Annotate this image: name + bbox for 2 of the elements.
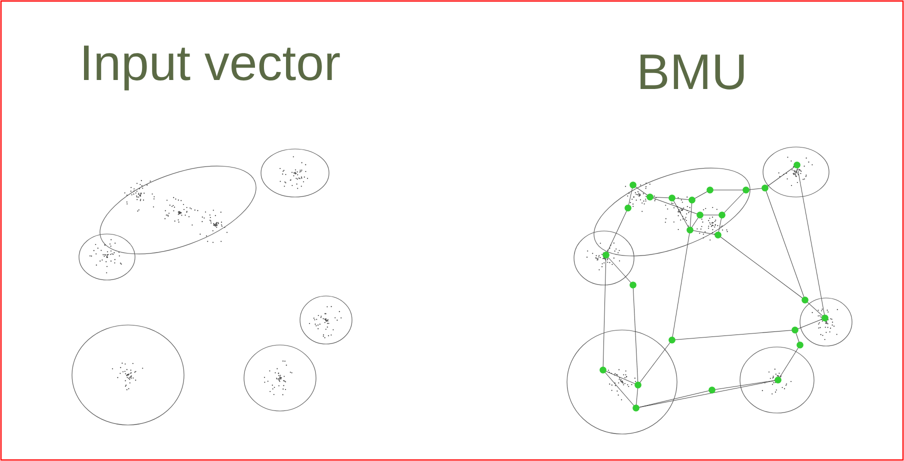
- heading: BMU: [640, 54, 744, 90]
- heading: Input vector: [84, 46, 340, 90]
